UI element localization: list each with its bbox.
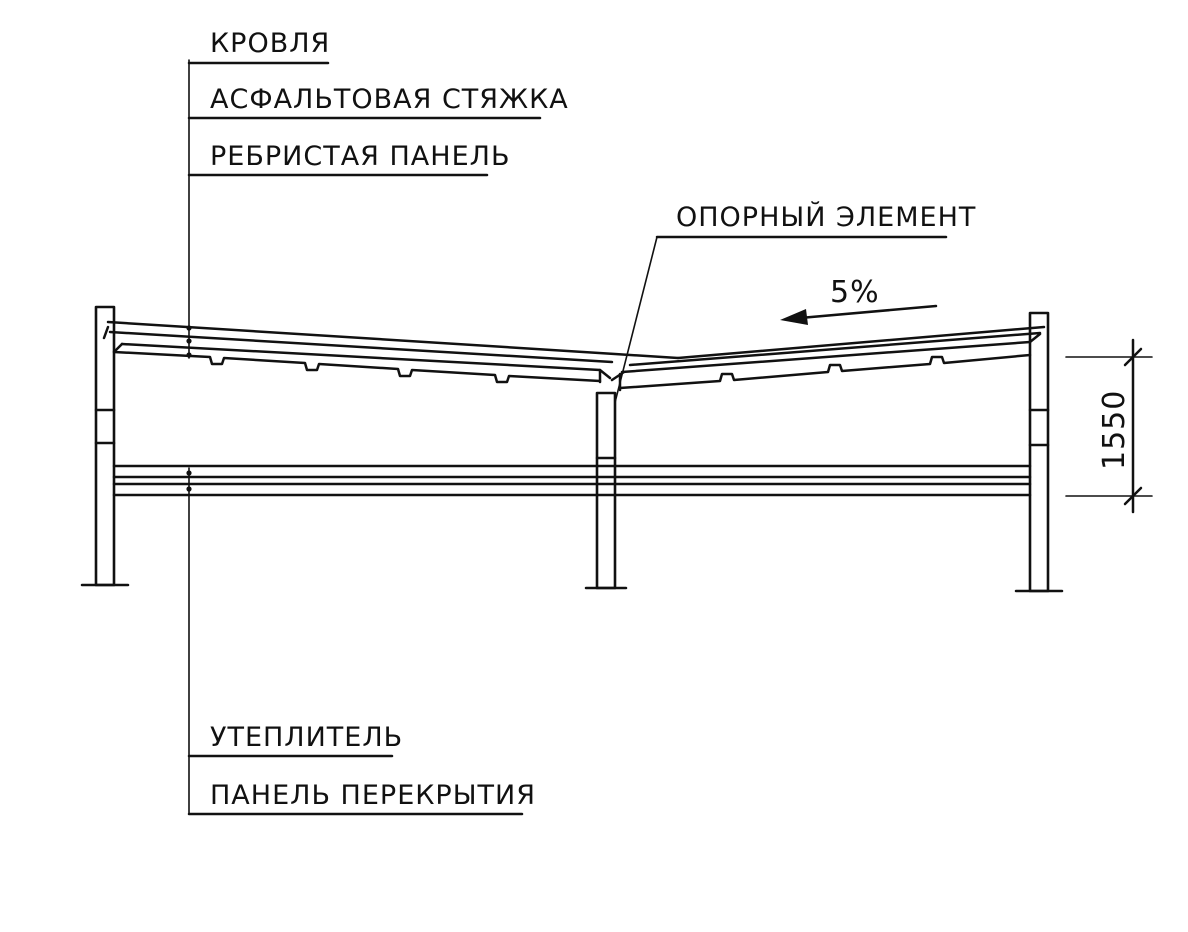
lower-leader xyxy=(186,467,524,816)
support-element-leader xyxy=(607,235,948,431)
label-insulation: УТЕПЛИТЕЛЬ xyxy=(210,722,403,753)
label-ribbed-panel: РЕБРИСТАЯ ПАНЕЛЬ xyxy=(210,141,510,172)
slope-arrow xyxy=(780,304,938,325)
slope-value: 5% xyxy=(830,275,880,310)
label-floor-panel: ПАНЕЛЬ ПЕРЕКРЫТИЯ xyxy=(210,780,536,811)
label-roofing: КРОВЛЯ xyxy=(210,28,330,59)
left-roof-layers xyxy=(102,320,680,384)
left-wall xyxy=(80,305,130,587)
dimension-line xyxy=(1065,338,1153,514)
floor-panel-layers xyxy=(112,464,1032,497)
upper-leader xyxy=(186,59,542,359)
middle-column xyxy=(584,391,628,590)
dimension-value: 1550 xyxy=(1097,390,1132,470)
label-asphalt-screed: АСФАЛЬТОВАЯ СТЯЖКА xyxy=(210,84,569,115)
label-support-element: ОПОРНЫЙ ЭЛЕМЕНТ xyxy=(676,201,976,233)
right-wall xyxy=(1014,311,1064,593)
right-roof-layers xyxy=(610,325,1046,392)
